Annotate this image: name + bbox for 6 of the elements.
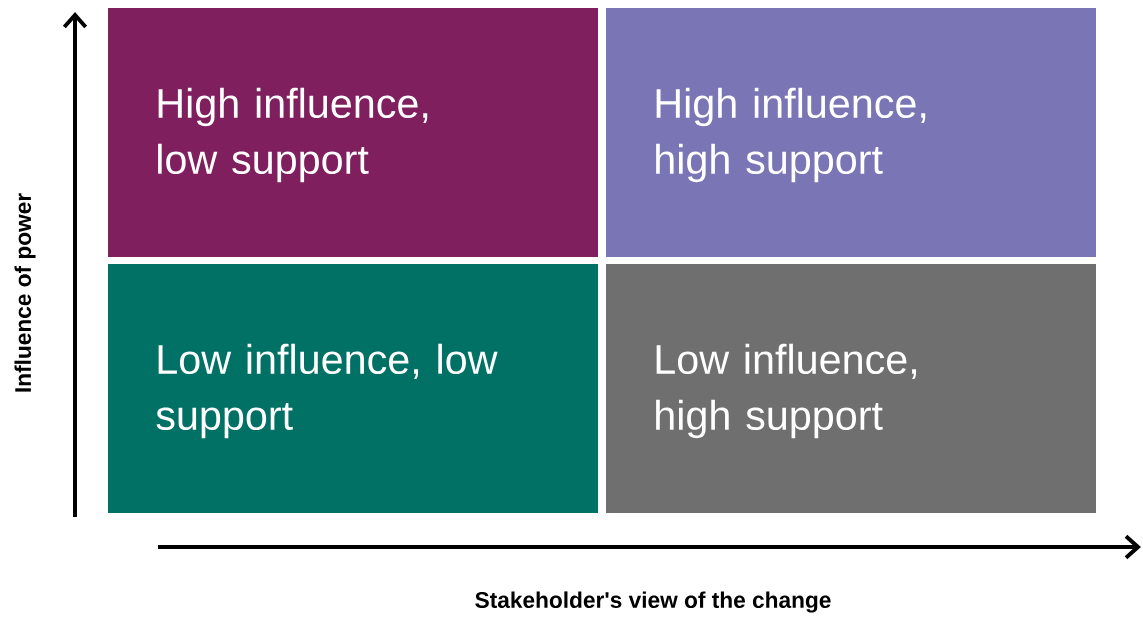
- quadrant-box: High influence, low support: [108, 8, 598, 257]
- quadrant-box: Low influence, high support: [606, 264, 1096, 513]
- quadrant-box: High influence, high support: [606, 8, 1096, 257]
- axis-label: Stakeholder's view of the change: [475, 591, 831, 613]
- axis-label: Influence of power: [14, 193, 36, 392]
- quadrant-box: Low influence, low support: [108, 264, 598, 513]
